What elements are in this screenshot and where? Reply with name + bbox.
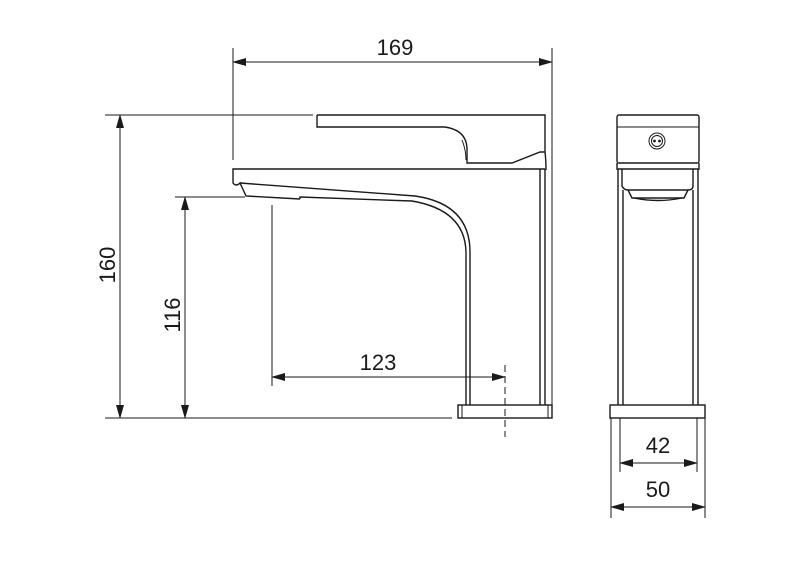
dimension-height-overall: 160 [95, 114, 452, 419]
faucet-elevation-view [232, 114, 553, 437]
handle-notch [461, 139, 467, 161]
spout-tip [232, 168, 301, 200]
body-sides [617, 169, 699, 405]
dimension-label-50: 50 [646, 477, 670, 502]
faucet-end-view [609, 114, 706, 419]
dimension-body-width: 42 [619, 418, 698, 472]
dimension-spout-reach: 123 [271, 205, 506, 386]
dimension-spout-height: 116 [160, 196, 245, 419]
dimension-label-160: 160 [95, 247, 120, 284]
spout-inner [299, 196, 467, 405]
aerator [621, 169, 694, 199]
dimension-label-123: 123 [360, 350, 397, 375]
base-plate-end [609, 404, 706, 419]
dimension-label-169: 169 [377, 35, 414, 60]
dimension-label-42: 42 [646, 433, 670, 458]
body-right [539, 169, 546, 405]
base-inner [461, 405, 549, 418]
dimension-label-116: 116 [160, 297, 185, 332]
dimension-width-overall: 169 [232, 35, 553, 405]
dimension-base-width: 50 [610, 418, 706, 518]
indicator-icon [648, 132, 666, 150]
lever-block [616, 114, 700, 164]
lever-handle [316, 114, 547, 171]
spout-outer [239, 182, 471, 405]
